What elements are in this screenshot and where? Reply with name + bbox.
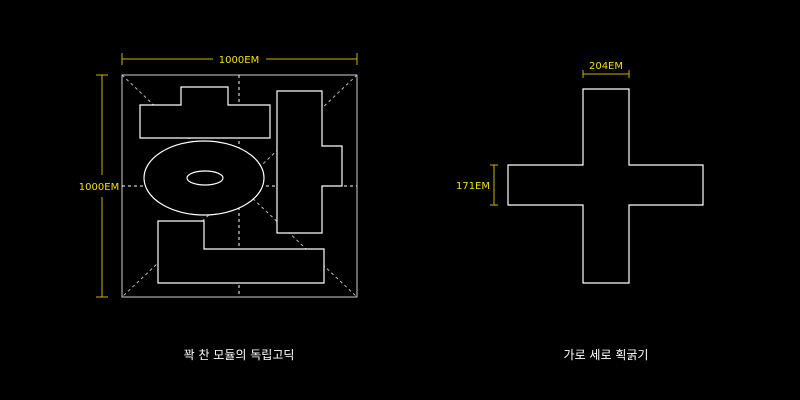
glyph-vowel-stroke: [276, 90, 343, 234]
glyph-bottom-stroke: [157, 220, 325, 284]
glyph-ieung-inner: [186, 170, 224, 186]
width-dimension-label: 1000EM: [219, 55, 259, 66]
stroke-width-dimension: [582, 70, 630, 78]
stroke-width-label: 204EM: [589, 61, 623, 72]
height-dimension-label: 1000EM: [79, 182, 119, 193]
right-figure-caption: 가로 세로 획굵기: [563, 348, 649, 362]
stroke-thickness-cross: [507, 88, 704, 284]
stroke-height-dimension: [490, 164, 498, 206]
height-dimension: [96, 74, 108, 298]
glyph-ieung-outer: [143, 140, 265, 216]
glyph-top-stroke: [139, 86, 271, 139]
stroke-height-label: 171EM: [456, 181, 490, 192]
width-dimension: [121, 53, 358, 65]
em-square-figure: [96, 53, 358, 298]
left-figure-caption: 꽉 찬 모듈의 독립고딕: [183, 348, 295, 362]
glyph-outline: [139, 86, 343, 284]
